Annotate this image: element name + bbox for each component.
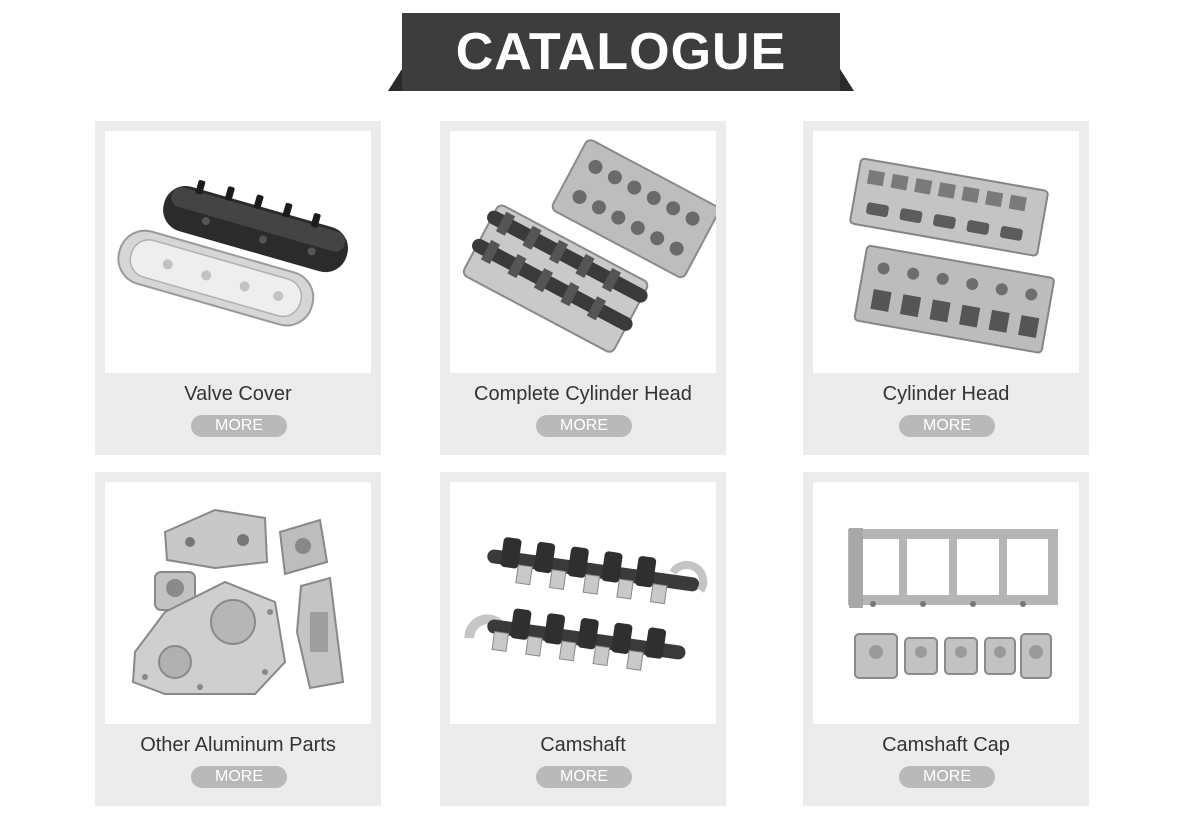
product-title[interactable]: Cylinder Head xyxy=(882,383,1010,405)
more-button[interactable]: MORE xyxy=(191,766,287,788)
product-card-valve-cover[interactable]: Valve Cover MORE xyxy=(95,121,381,455)
product-image[interactable] xyxy=(450,482,716,724)
product-title[interactable]: Camshaft Cap xyxy=(882,734,1010,756)
product-card-other-aluminum-parts[interactable]: Other Aluminum Parts MORE xyxy=(95,472,381,806)
product-title[interactable]: Valve Cover xyxy=(184,383,292,405)
catalogue-banner: CATALOGUE xyxy=(388,13,854,91)
product-card-camshaft-cap[interactable]: Camshaft Cap MORE xyxy=(803,472,1089,806)
product-image[interactable] xyxy=(813,131,1079,373)
product-card-camshaft[interactable]: Camshaft MORE xyxy=(440,472,726,806)
complete-cylinder-head-icon xyxy=(462,139,716,353)
cylinder-head-icon xyxy=(849,157,1055,354)
aluminum-parts-icon xyxy=(131,508,345,695)
valve-cover-icon xyxy=(117,180,348,327)
product-image[interactable] xyxy=(813,482,1079,724)
product-title[interactable]: Complete Cylinder Head xyxy=(474,383,692,405)
product-title[interactable]: Other Aluminum Parts xyxy=(140,734,336,756)
page-title: CATALOGUE xyxy=(455,23,787,81)
product-card-complete-cylinder-head[interactable]: Complete Cylinder Head MORE xyxy=(440,121,726,455)
camshaft-cap-icon xyxy=(848,528,1058,679)
product-title[interactable]: Camshaft xyxy=(540,734,626,756)
banner-fold-right xyxy=(840,69,854,91)
more-button[interactable]: MORE xyxy=(536,766,632,788)
more-button[interactable]: MORE xyxy=(899,766,995,788)
product-card-cylinder-head[interactable]: Cylinder Head MORE xyxy=(803,121,1089,455)
product-image[interactable] xyxy=(105,482,371,724)
more-button[interactable]: MORE xyxy=(899,415,995,437)
more-button[interactable]: MORE xyxy=(536,415,632,437)
camshaft-icon xyxy=(464,537,708,671)
banner-body: CATALOGUE xyxy=(402,13,840,91)
more-button[interactable]: MORE xyxy=(191,415,287,437)
product-image[interactable] xyxy=(450,131,716,373)
banner-fold-left xyxy=(388,69,402,91)
product-image[interactable] xyxy=(105,131,371,373)
